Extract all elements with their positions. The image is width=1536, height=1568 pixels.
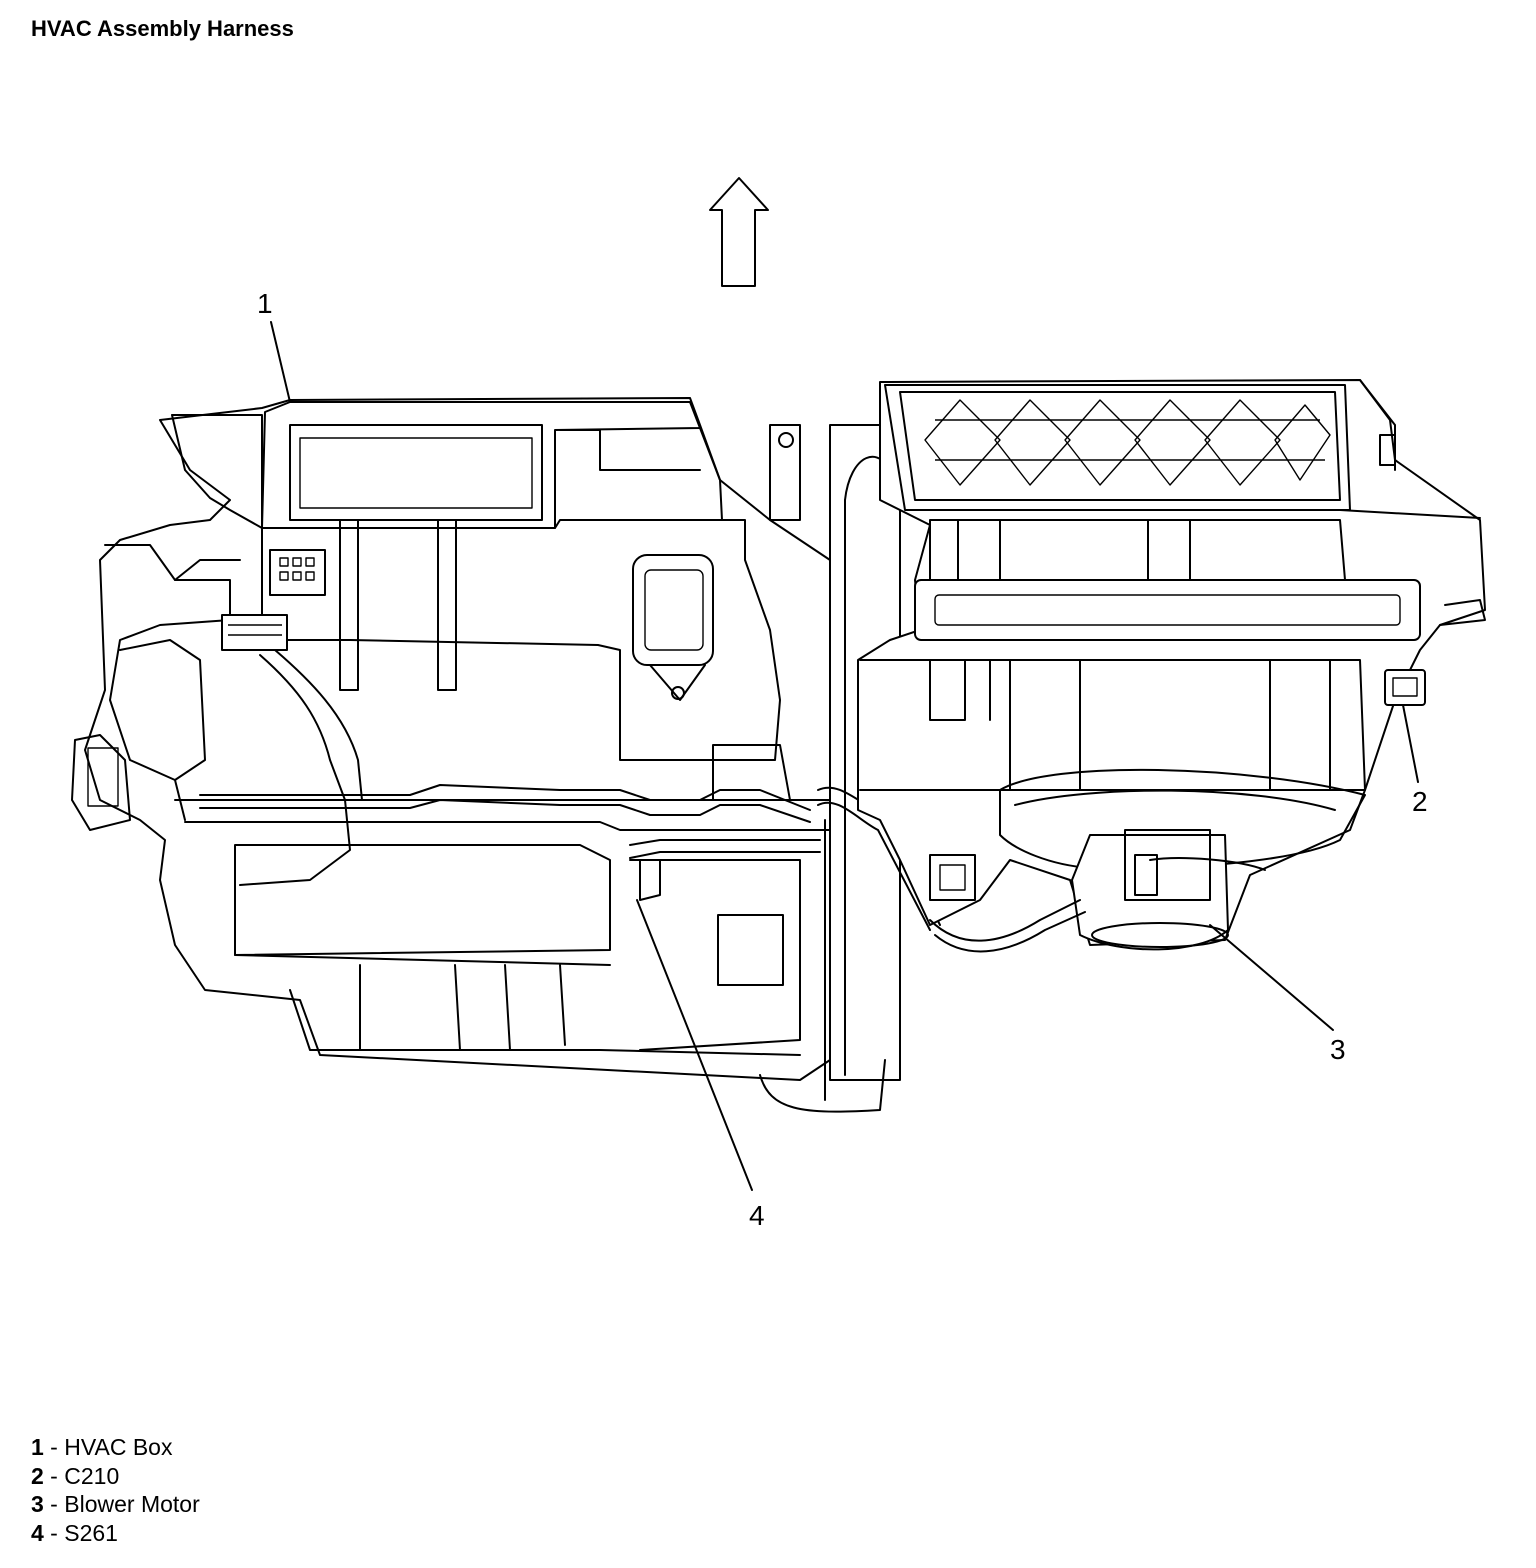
callout-1: 1 <box>257 288 273 319</box>
legend-item-4: 4 - S261 <box>31 1519 118 1546</box>
callout-3: 3 <box>1330 1034 1346 1065</box>
callout-4: 4 <box>749 1200 765 1231</box>
hvac-box-body <box>71 397 941 1113</box>
legend-item-2: 2 - C210 <box>31 1462 120 1489</box>
legend: 1 - HVAC Box 2 - C210 3 - Blower Motor 4… <box>31 1433 200 1547</box>
legend-item-3: 3 - Blower Motor <box>31 1491 200 1517</box>
legend-item-1: 1 - HVAC Box <box>31 1434 173 1460</box>
callout-2: 2 <box>1412 786 1428 817</box>
connector-pins <box>279 557 315 581</box>
leader-lines <box>270 321 1419 1191</box>
up-arrow-icon <box>709 177 769 287</box>
filter-grille <box>924 399 1331 486</box>
blower-case <box>857 379 1486 946</box>
c210-connector <box>1384 669 1426 706</box>
diagram-title: HVAC Assembly Harness <box>31 16 294 41</box>
blower-motor <box>929 829 1266 953</box>
